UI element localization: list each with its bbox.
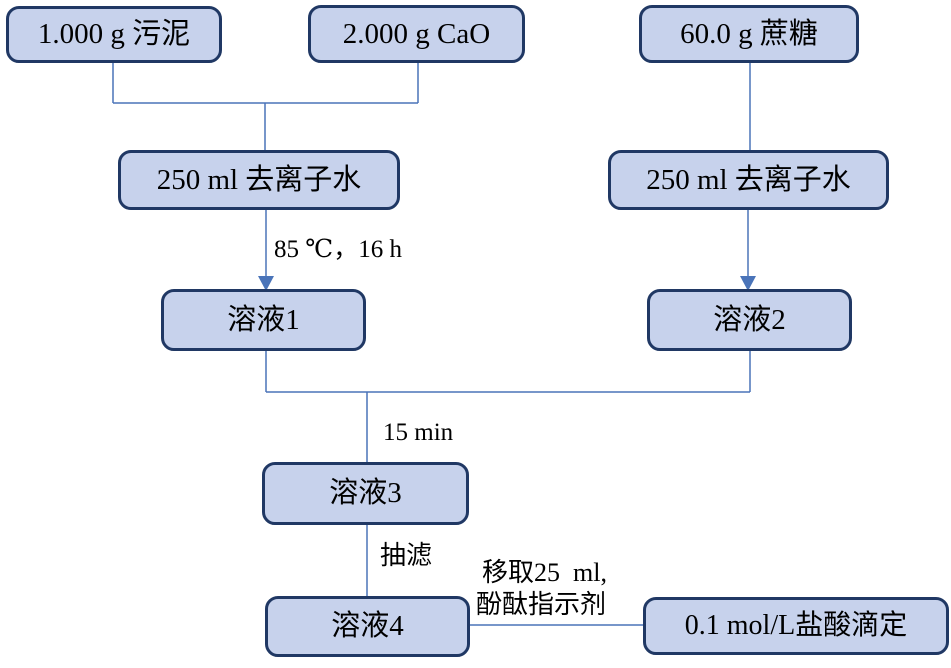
edge-sludge-cao-merge (112, 63, 419, 150)
node-sludge: 1.000 g 污泥 (6, 6, 222, 63)
node-solution-4: 溶液4 (265, 596, 470, 657)
node-sucrose: 60.0 g 蔗糖 (639, 5, 859, 63)
node-solution-1: 溶液1 (161, 289, 366, 351)
node-deionized-water-left: 250 ml 去离子水 (118, 150, 400, 210)
edge-label-suction-filtration: 抽滤 (380, 541, 433, 570)
node-solution-2: 溶液2 (647, 289, 852, 351)
edge-label-indicator: 酚酞指示剂 (476, 590, 607, 619)
edge-label-heat-condition: 85 ℃，16 h (274, 236, 402, 263)
node-cao: 2.000 g CaO (308, 5, 525, 63)
arrowhead-solution2 (740, 276, 756, 291)
edge-solutions-merge (265, 351, 751, 462)
node-deionized-water-right: 250 ml 去离子水 (608, 150, 889, 210)
edge-label-mix-time: 15 min (383, 419, 454, 446)
node-solution-3: 溶液3 (262, 462, 469, 525)
node-hcl-titration: 0.1 mol/L盐酸滴定 (643, 597, 949, 655)
arrowhead-solution1 (258, 276, 274, 291)
edge-label-transfer-volume: 移取25 ml, (482, 558, 607, 587)
